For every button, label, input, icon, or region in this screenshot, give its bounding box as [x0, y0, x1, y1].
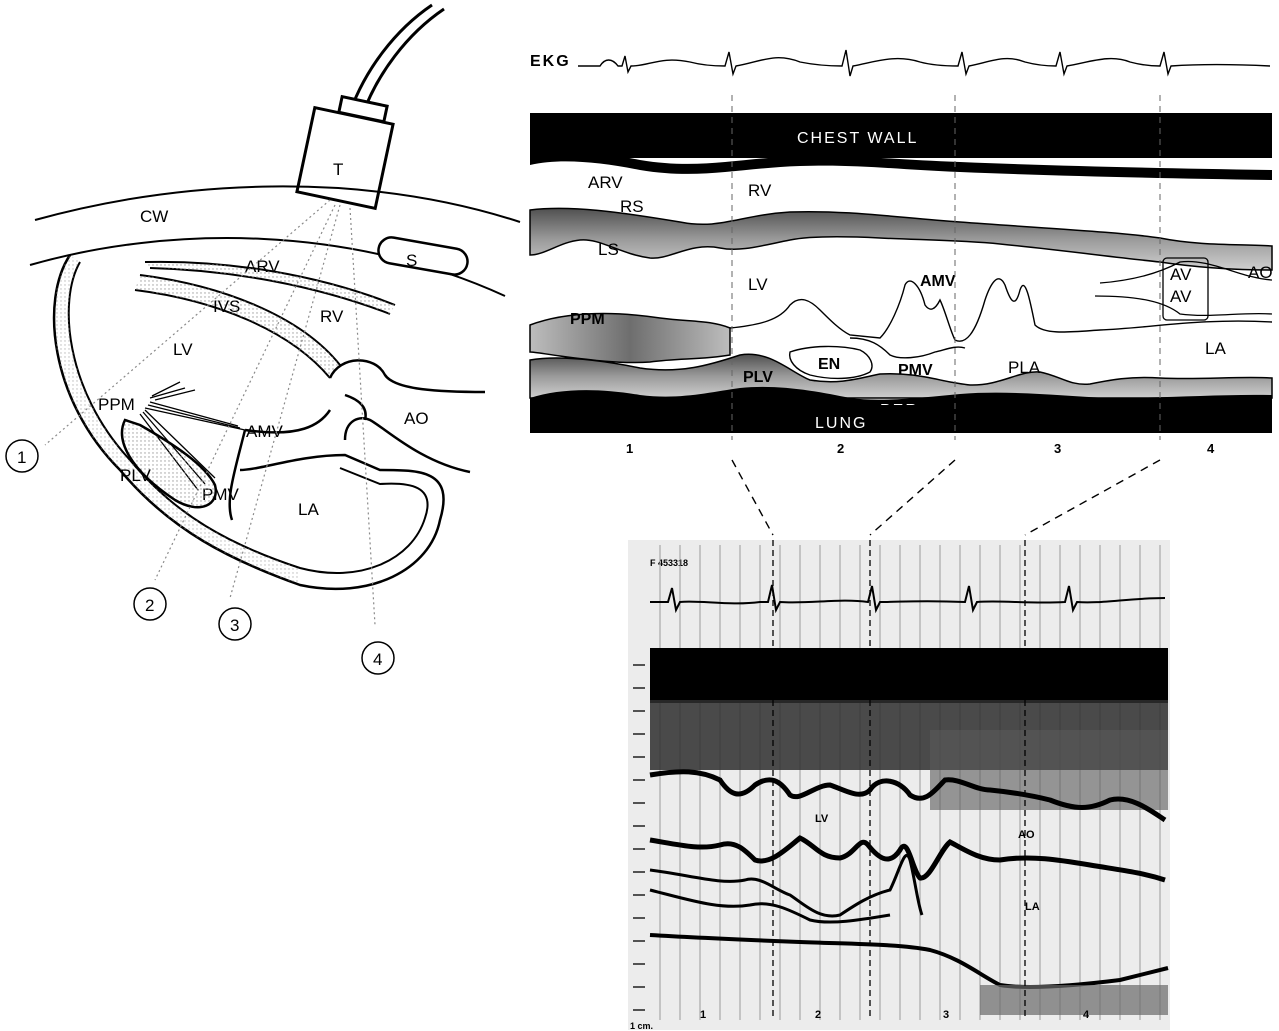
ao-label: AO	[404, 409, 429, 428]
mm-en-label: EN	[818, 356, 840, 373]
echogram-position-2: 2	[815, 1009, 821, 1021]
transducer-cable	[350, 5, 432, 112]
rv-label: RV	[320, 307, 344, 326]
beam-marker-4: 4	[373, 650, 382, 669]
plv-label: PLV	[120, 466, 152, 485]
echogram-id: F 453318	[650, 558, 688, 568]
mm-av-bottom-label: AV	[1170, 287, 1192, 306]
echogram-la-label: LA	[1025, 901, 1040, 913]
beam-marker-2: 2	[145, 596, 154, 615]
la-label: LA	[298, 500, 319, 519]
ekg-trace	[578, 50, 1270, 76]
lung-band	[530, 405, 1272, 433]
transducer-label: T	[333, 160, 343, 179]
mm-pla-label: PLA	[1008, 358, 1041, 377]
ivs-label: IVS	[213, 297, 240, 316]
ekg-label: EKG	[530, 53, 571, 70]
aortic-root-top	[330, 360, 485, 392]
echogram-scale-label: 1 cm.	[630, 1021, 653, 1031]
echogram: F 453318	[628, 540, 1170, 1031]
echogram-position-4: 4	[1083, 1009, 1090, 1021]
mm-ppm-label: PPM	[570, 311, 605, 328]
mm-la-label: LA	[1205, 339, 1226, 358]
echogram-lv-label: LV	[815, 813, 829, 825]
septum-band	[530, 208, 1272, 270]
beam-4	[350, 208, 375, 625]
mmode-schematic: EKG CHEST WALL ARV RV RS LS LV AV AV AO …	[530, 50, 1273, 535]
mm-ao-label: AO	[1248, 263, 1273, 282]
mm-av-top-label: AV	[1170, 265, 1192, 284]
anatomy-diagram: T CW S ARV IVS RV LV AO AMV	[6, 5, 520, 674]
mm-position-3: 3	[1054, 441, 1061, 456]
echogram-chest-wall	[650, 648, 1168, 703]
chest-wall-outer	[35, 186, 520, 222]
amv-label: AMV	[246, 422, 284, 441]
chest-wall-label: CW	[140, 207, 168, 226]
lv-label: LV	[173, 340, 193, 359]
echogram-lung	[980, 985, 1168, 1015]
mm-plv-label: PLV	[743, 369, 773, 386]
mm-lv-label: LV	[748, 275, 768, 294]
beam-marker-3: 3	[230, 616, 239, 635]
echogram-position-3: 3	[943, 1009, 949, 1021]
mm-amv-label: AMV	[920, 273, 956, 290]
chest-wall-band-label: CHEST WALL	[797, 130, 918, 147]
echogram-position-1: 1	[700, 1009, 706, 1021]
echogram-ao-label: AO	[1018, 829, 1035, 841]
arv-label: ARV	[245, 257, 280, 276]
connector-lines	[732, 460, 1160, 535]
mm-lung-label: LUNG	[815, 415, 867, 432]
mm-position-1: 1	[626, 441, 633, 456]
aortic-valve-left	[345, 395, 366, 420]
sternum-label: S	[406, 251, 417, 270]
pmv-leaflet	[230, 430, 245, 520]
transducer	[297, 108, 393, 209]
pericardial-space	[54, 255, 300, 585]
mm-rv-label: RV	[748, 181, 772, 200]
mm-position-4: 4	[1207, 441, 1215, 456]
beam-marker-1: 1	[17, 448, 26, 467]
mm-position-2: 2	[837, 441, 844, 456]
mm-ls-label: LS	[598, 240, 619, 259]
sternum	[376, 235, 469, 276]
mm-arv-label: ARV	[588, 173, 623, 192]
ppm-band	[530, 314, 730, 363]
ivs-fill	[135, 275, 340, 378]
ppm-label: PPM	[98, 395, 135, 414]
